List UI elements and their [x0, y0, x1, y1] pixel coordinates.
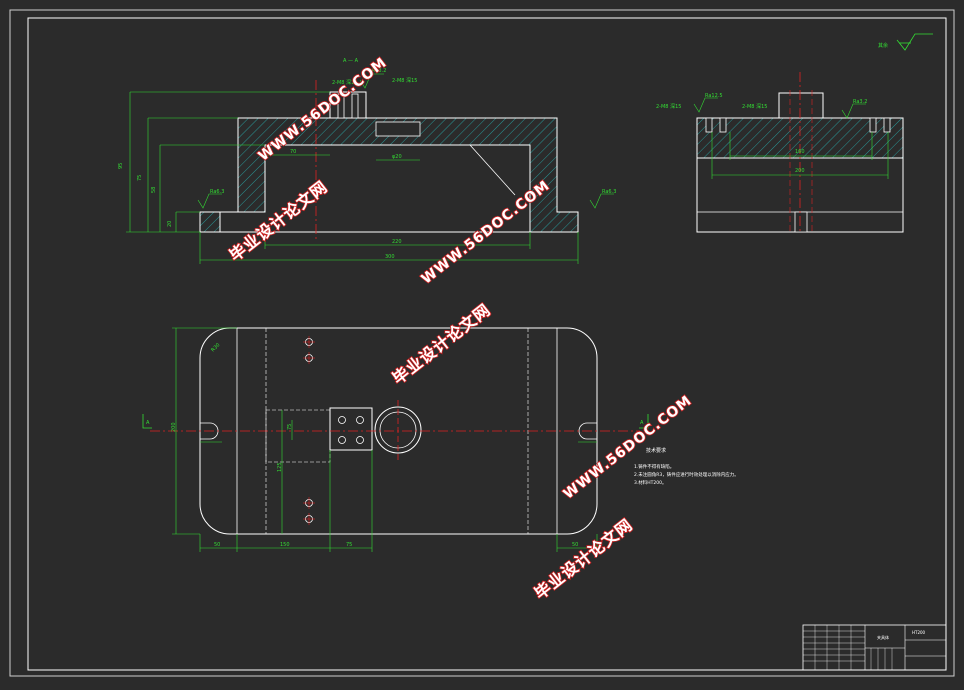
right-u-slot [578, 422, 597, 440]
general-roughness-symbol: 其余 [878, 33, 933, 51]
roughness-r2: Ra6.3 [210, 189, 224, 195]
sheet-outer-border [9, 9, 955, 677]
top-boss [329, 91, 367, 119]
watermark-3-url: WWW.56DOC.COM [561, 393, 696, 503]
section-marker-right: A [640, 420, 644, 426]
plan-dim-length-3: 75 [346, 542, 352, 548]
title-block: 夹具体 HT200 [802, 624, 947, 671]
plan-dim-height-3: 75 [287, 424, 293, 430]
tech-req-title: 技术要求 [646, 447, 666, 454]
side-thread-left: 2-M8 深15 [656, 103, 681, 110]
sheet-inner-border [27, 17, 947, 671]
side-dim-top: 160 [795, 149, 805, 155]
dim-height-low: 20 [167, 221, 173, 227]
thread-note-2: 2-M8 深15 [392, 77, 417, 84]
dim-height-total: 95 [118, 163, 124, 169]
tech-req-line-2: 2.未注圆角R3，铸件应进行时效处理以消除内应力。 [634, 471, 739, 478]
dim-height-mid: 75 [137, 175, 143, 181]
side-boss [778, 92, 824, 119]
dim-overall-width: 300 [385, 254, 395, 260]
title-part-name: 夹具体 [877, 634, 889, 640]
locating-block [329, 407, 373, 451]
section-marker-left: A [146, 420, 150, 426]
plan-dim-height-1: 200 [171, 422, 177, 432]
dim-inner-width: 220 [392, 239, 402, 245]
plan-dim-length-2: 150 [280, 542, 290, 548]
roughness-r1: Ra3.2 [372, 68, 386, 74]
watermark-1-url: WWW.56DOC.COM [256, 55, 391, 165]
roughness-r5: Ra3.2 [853, 99, 867, 105]
title-code: HT200 [912, 630, 926, 635]
section-label: A — A [343, 58, 359, 64]
side-thread-right: 2-M8 深15 [742, 103, 767, 110]
dim-hole: φ20 [392, 154, 402, 160]
dim-height-inner: 58 [151, 187, 157, 193]
plan-dim-height-2: 125 [277, 462, 283, 472]
boss-outer-circle [374, 406, 422, 454]
side-view: 160 200 2-M8 深15 2-M8 深15 Ra12.5 Ra3.2 [656, 72, 904, 233]
thread-note-1: 2-M8 深15 [332, 79, 357, 86]
front-section-view: A — A [118, 58, 616, 264]
watermark-2-cn: 毕业设计论文网 [389, 300, 494, 388]
tech-req-line-3: 3.材料HT200。 [634, 479, 667, 486]
top-hole [375, 121, 421, 137]
plan-dim-length-1: 50 [214, 542, 220, 548]
roughness-general-label: 其余 [878, 42, 888, 49]
tech-req-line-1: 1.铸件不得有缺陷。 [634, 463, 674, 470]
side-dim-bottom: 200 [795, 168, 805, 174]
plan-dim-length-4: 50 [572, 542, 578, 548]
plan-dim-radius: R30 [210, 342, 221, 353]
tech-requirements: 技术要求 1.铸件不得有缺陷。 2.未注圆角R3，铸件应进行时效处理以消除内应力… [634, 447, 739, 486]
watermark-2-url: WWW.56DOC.COM [419, 178, 554, 288]
watermark-3-cn: 毕业设计论文网 [531, 515, 636, 603]
dim-slot-width: 70 [290, 149, 296, 155]
plan-view: A A 200 125 75 50 150 75 50 [142, 327, 649, 552]
roughness-r4: Ra12.5 [705, 93, 723, 99]
roughness-r3: Ra6.3 [602, 189, 616, 195]
watermark-3: 毕业设计论文网 WWW.56DOC.COM [530, 392, 696, 604]
